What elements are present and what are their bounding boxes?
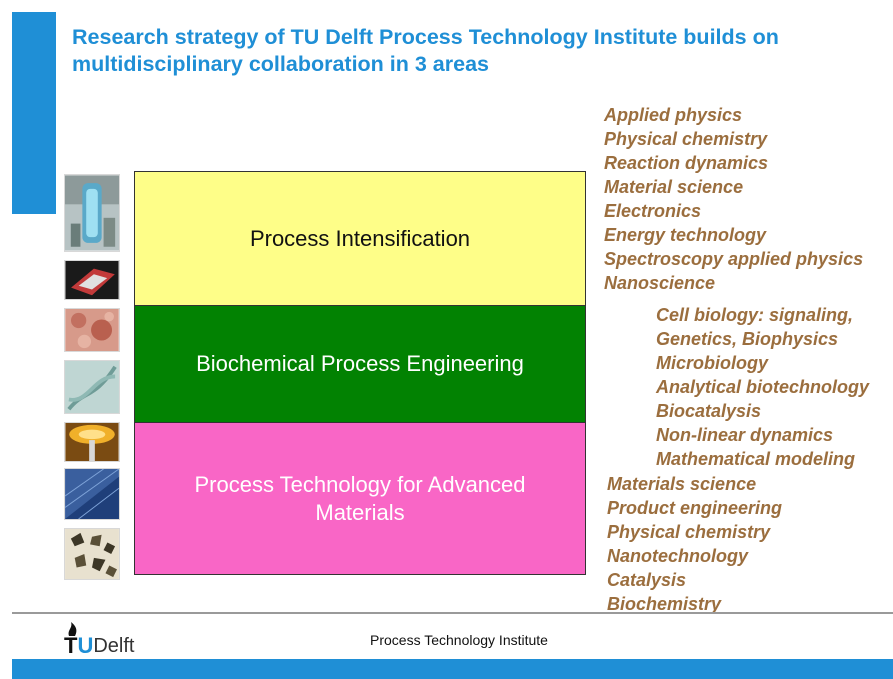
area-label: Process Technology for Advanced Material…: [194, 471, 525, 527]
logo-delft: Delft: [93, 635, 135, 657]
discipline-list-intensification: Applied physics Physical chemistry React…: [604, 103, 863, 295]
tu-delft-logo: T U Delft: [64, 622, 134, 658]
list-item: Cell biology: signaling,: [656, 305, 854, 325]
title-line-1: Research strategy of TU Delft Process Te…: [72, 25, 779, 49]
list-item: Product engineering: [607, 498, 783, 518]
list-item: Mathematical modeling: [656, 449, 856, 469]
list-item: Applied physics: [604, 105, 743, 125]
list-item: Biochemistry: [607, 594, 722, 614]
list-item: Catalysis: [607, 570, 687, 590]
list-item: Material science: [604, 177, 744, 197]
list-item: Non-linear dynamics: [656, 425, 834, 445]
list-item: Electronics: [604, 201, 702, 221]
list-item: Nanotechnology: [607, 546, 749, 566]
area-label: Biochemical Process Engineering: [196, 351, 524, 376]
microchip-image: [64, 260, 120, 300]
accent-bar: [12, 12, 56, 214]
list-item: Biocatalysis: [656, 401, 762, 421]
discipline-list-materials: Materials science Product engineering Ph…: [607, 472, 782, 616]
list-item: Genetics, Biophysics: [656, 329, 839, 349]
list-item: Reaction dynamics: [604, 153, 769, 173]
logo-t: T: [64, 622, 77, 658]
list-item: Spectroscopy applied physics: [604, 249, 864, 269]
crystals-image: [64, 528, 120, 580]
list-item: Microbiology: [656, 353, 768, 373]
area-advanced-materials: Process Technology for Advanced Material…: [135, 423, 585, 574]
solar-panel-image: [64, 468, 120, 520]
dna-helix-image: [64, 360, 120, 414]
list-item: Energy technology: [604, 225, 767, 245]
lab-glassware-image: [64, 422, 120, 462]
area-label: Process Intensification: [249, 225, 471, 251]
list-item: Nanoscience: [604, 273, 716, 293]
list-item: Materials science: [607, 474, 757, 494]
area-biochemical-process-engineering: Biochemical Process Engineering: [135, 306, 585, 423]
title-line-2: multidisciplinary collaboration in 3 are…: [72, 52, 489, 76]
list-item: Analytical biotechnology: [656, 377, 870, 397]
area-process-intensification: Process Intensification: [135, 172, 585, 306]
logo-u: U: [77, 633, 94, 658]
research-areas-stack: Process Intensification Biochemical Proc…: [134, 171, 586, 575]
cell-culture-image: [64, 308, 120, 352]
footer-accent-bar: [12, 659, 893, 679]
list-item: Physical chemistry: [604, 129, 768, 149]
slide-title: Research strategy of TU Delft Process Te…: [72, 24, 872, 78]
discipline-list-biochemical: Cell biology: signaling, Genetics, Bioph…: [656, 303, 869, 471]
area-label-line-1: Process Technology for Advanced: [194, 471, 526, 497]
list-item: Physical chemistry: [607, 522, 771, 542]
footer-divider: [12, 612, 893, 614]
flame-icon: [68, 622, 77, 636]
footer-institute-name: Process Technology Institute: [370, 632, 548, 648]
area-label-line-2: Materials: [315, 499, 405, 525]
lab-equipment-image: [64, 174, 120, 252]
